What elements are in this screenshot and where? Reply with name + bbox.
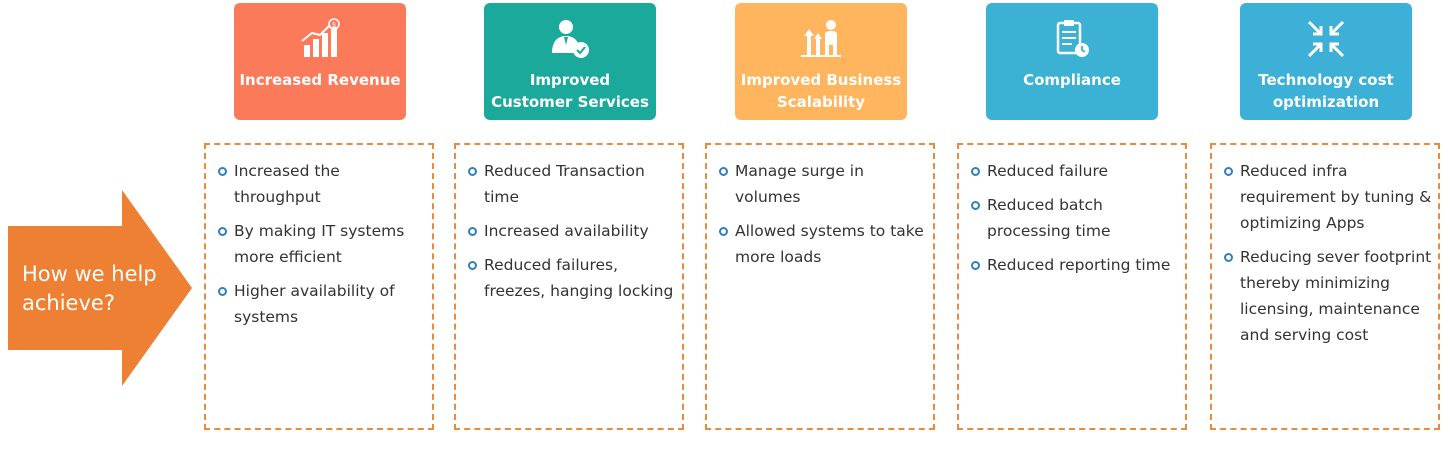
bullet-list: Reduced Transaction time Increased avail… bbox=[456, 145, 682, 304]
list-item: Allowed systems to take more loads bbox=[719, 218, 929, 270]
bullet-list: Manage surge in volumes Allowed systems … bbox=[707, 145, 933, 270]
header-improved-customer-services: Improved Customer Services bbox=[484, 3, 656, 120]
box-increased-revenue: Increased the throughput By making IT sy… bbox=[204, 143, 434, 430]
list-item: Increased the throughput bbox=[218, 158, 428, 210]
list-item: Reduced infra requirement by tuning & op… bbox=[1224, 158, 1434, 236]
bullet-list: Increased the throughput By making IT sy… bbox=[206, 145, 432, 330]
list-item: Reduced batch processing time bbox=[971, 192, 1181, 244]
column-title: Improved Customer Services bbox=[491, 71, 649, 111]
list-item: Reduced failures, freezes, hanging locki… bbox=[468, 252, 678, 304]
column-title: Increased Revenue bbox=[239, 71, 401, 89]
header-increased-revenue: $ Increased Revenue bbox=[234, 3, 406, 120]
list-item: Increased availability bbox=[468, 218, 678, 244]
column-title: Improved Business Scalability bbox=[740, 71, 902, 111]
column-title: Compliance bbox=[1023, 71, 1121, 89]
header-improved-business-scalability: Improved Business Scalability bbox=[735, 3, 907, 120]
list-item: Reduced Transaction time bbox=[468, 158, 678, 210]
arrow-shape bbox=[8, 190, 192, 386]
compliance-clipboard-icon bbox=[1050, 17, 1094, 61]
list-item: Reduced failure bbox=[971, 158, 1181, 184]
scalability-icon bbox=[799, 17, 843, 61]
list-item: Higher availability of systems bbox=[218, 278, 428, 330]
column-title: Technology cost optimization bbox=[1258, 71, 1394, 111]
box-improved-customer-services: Reduced Transaction time Increased avail… bbox=[454, 143, 684, 430]
list-item: Reduced reporting time bbox=[971, 252, 1181, 278]
header-compliance: Compliance bbox=[986, 3, 1158, 120]
optimization-arrows-icon bbox=[1304, 17, 1348, 61]
bullet-list: Reduced infra requirement by tuning & op… bbox=[1212, 145, 1438, 348]
box-compliance: Reduced failure Reduced batch processing… bbox=[957, 143, 1187, 430]
list-item: Manage surge in volumes bbox=[719, 158, 929, 210]
svg-text:$: $ bbox=[332, 21, 336, 29]
header-technology-cost-optimization: Technology cost optimization bbox=[1240, 3, 1412, 120]
box-technology-cost-optimization: Reduced infra requirement by tuning & op… bbox=[1210, 143, 1440, 430]
help-arrow: How we help achieve? bbox=[8, 190, 194, 386]
bullet-list: Reduced failure Reduced batch processing… bbox=[959, 145, 1185, 278]
revenue-chart-icon: $ bbox=[298, 17, 342, 61]
list-item: Reducing sever footprint thereby minimiz… bbox=[1224, 244, 1434, 348]
list-item: By making IT systems more efficient bbox=[218, 218, 428, 270]
customer-service-icon bbox=[548, 17, 592, 61]
box-improved-business-scalability: Manage surge in volumes Allowed systems … bbox=[705, 143, 935, 430]
arrow-label: How we help achieve? bbox=[22, 262, 157, 315]
